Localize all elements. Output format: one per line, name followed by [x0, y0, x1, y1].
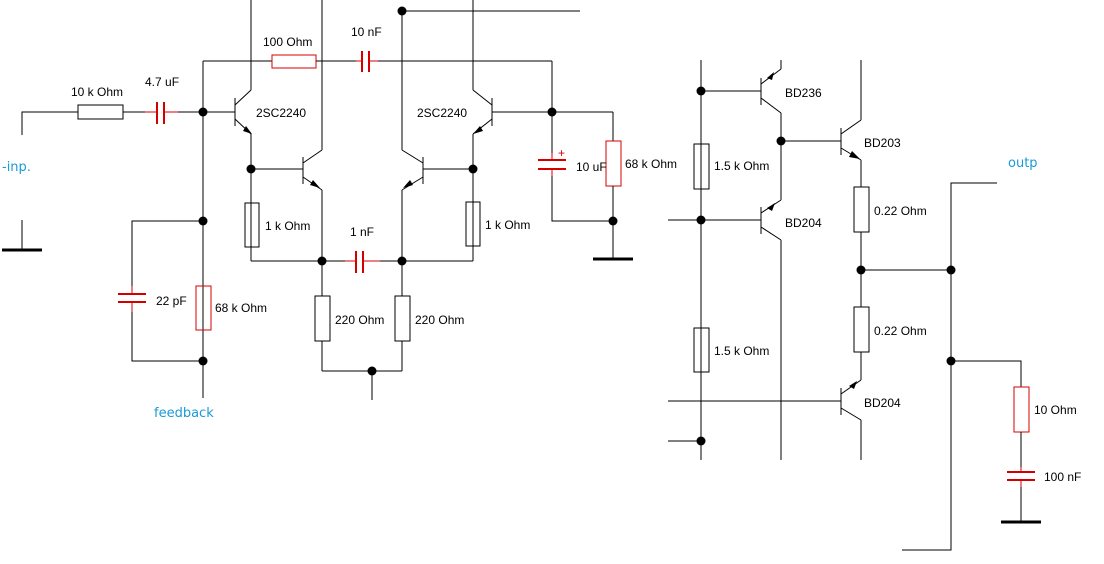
label-bd204a: BD204 — [785, 216, 822, 230]
junction-dots — [198, 6, 956, 446]
label-r-e1: 1 k Ohm — [265, 219, 310, 233]
label-r-022b: 0.22 Ohm — [874, 324, 927, 338]
label-c-10u-plus: + — [558, 146, 565, 160]
resistor-68k-feedback — [195, 285, 212, 331]
output-network — [861, 182, 1041, 551]
label-r-fb: 68 k Ohm — [215, 301, 267, 315]
label-r-15k-a: 1.5 k Ohm — [714, 159, 769, 173]
label-bd204b: BD204 — [864, 396, 901, 410]
label-c-100n: 100 nF — [1044, 470, 1081, 484]
transistor-q2 — [472, 0, 552, 261]
transistor-q4 — [401, 11, 473, 261]
bias-network-right — [538, 111, 633, 261]
label-r-68k-right: 68 k Ohm — [625, 157, 677, 171]
label-bd236: BD236 — [785, 86, 822, 100]
label-c-mid: 1 nF — [350, 225, 374, 239]
transistor-bd203 — [840, 60, 870, 380]
label-r-e2: 1 k Ohm — [485, 218, 530, 232]
top-bridge — [271, 51, 553, 112]
label-q2: 2SC2240 — [417, 106, 467, 120]
label-r-10: 10 Ohm — [1034, 403, 1077, 417]
emitter-resistors — [244, 201, 481, 273]
feedback-network — [118, 60, 272, 398]
driver-chain — [668, 60, 841, 460]
label-r-220b: 220 Ohm — [415, 313, 464, 327]
label-bd203: BD203 — [864, 136, 901, 150]
transistor-bd236 — [760, 60, 782, 141]
transistor-q1 — [234, 0, 252, 261]
port-output-label: outp — [1008, 156, 1038, 171]
resistor-10k-input — [77, 104, 124, 120]
label-q1: 2SC2240 — [256, 106, 306, 120]
label-r-15k-b: 1.5 k Ohm — [714, 344, 769, 358]
port-feedback-label: feedback — [154, 406, 214, 421]
port-input-label: -inp. — [2, 160, 31, 175]
label-c-10u: 10 uF — [576, 160, 607, 174]
label-r-bridge: 100 Ohm — [263, 35, 312, 49]
label-c-fb: 22 pF — [156, 294, 187, 308]
input-network — [2, 102, 235, 252]
transistor-q3 — [251, 0, 323, 261]
label-c-bridge: 10 nF — [351, 25, 382, 39]
label-r-220a: 220 Ohm — [335, 313, 384, 327]
label-r-input: 10 k Ohm — [71, 85, 123, 99]
label-r-022a: 0.22 Ohm — [874, 204, 927, 218]
tail-resistors — [314, 261, 411, 400]
transistor-bd204-lower — [840, 379, 862, 460]
label-c-input: 4.7 uF — [145, 75, 179, 89]
transistor-bd204-upper — [760, 141, 782, 460]
